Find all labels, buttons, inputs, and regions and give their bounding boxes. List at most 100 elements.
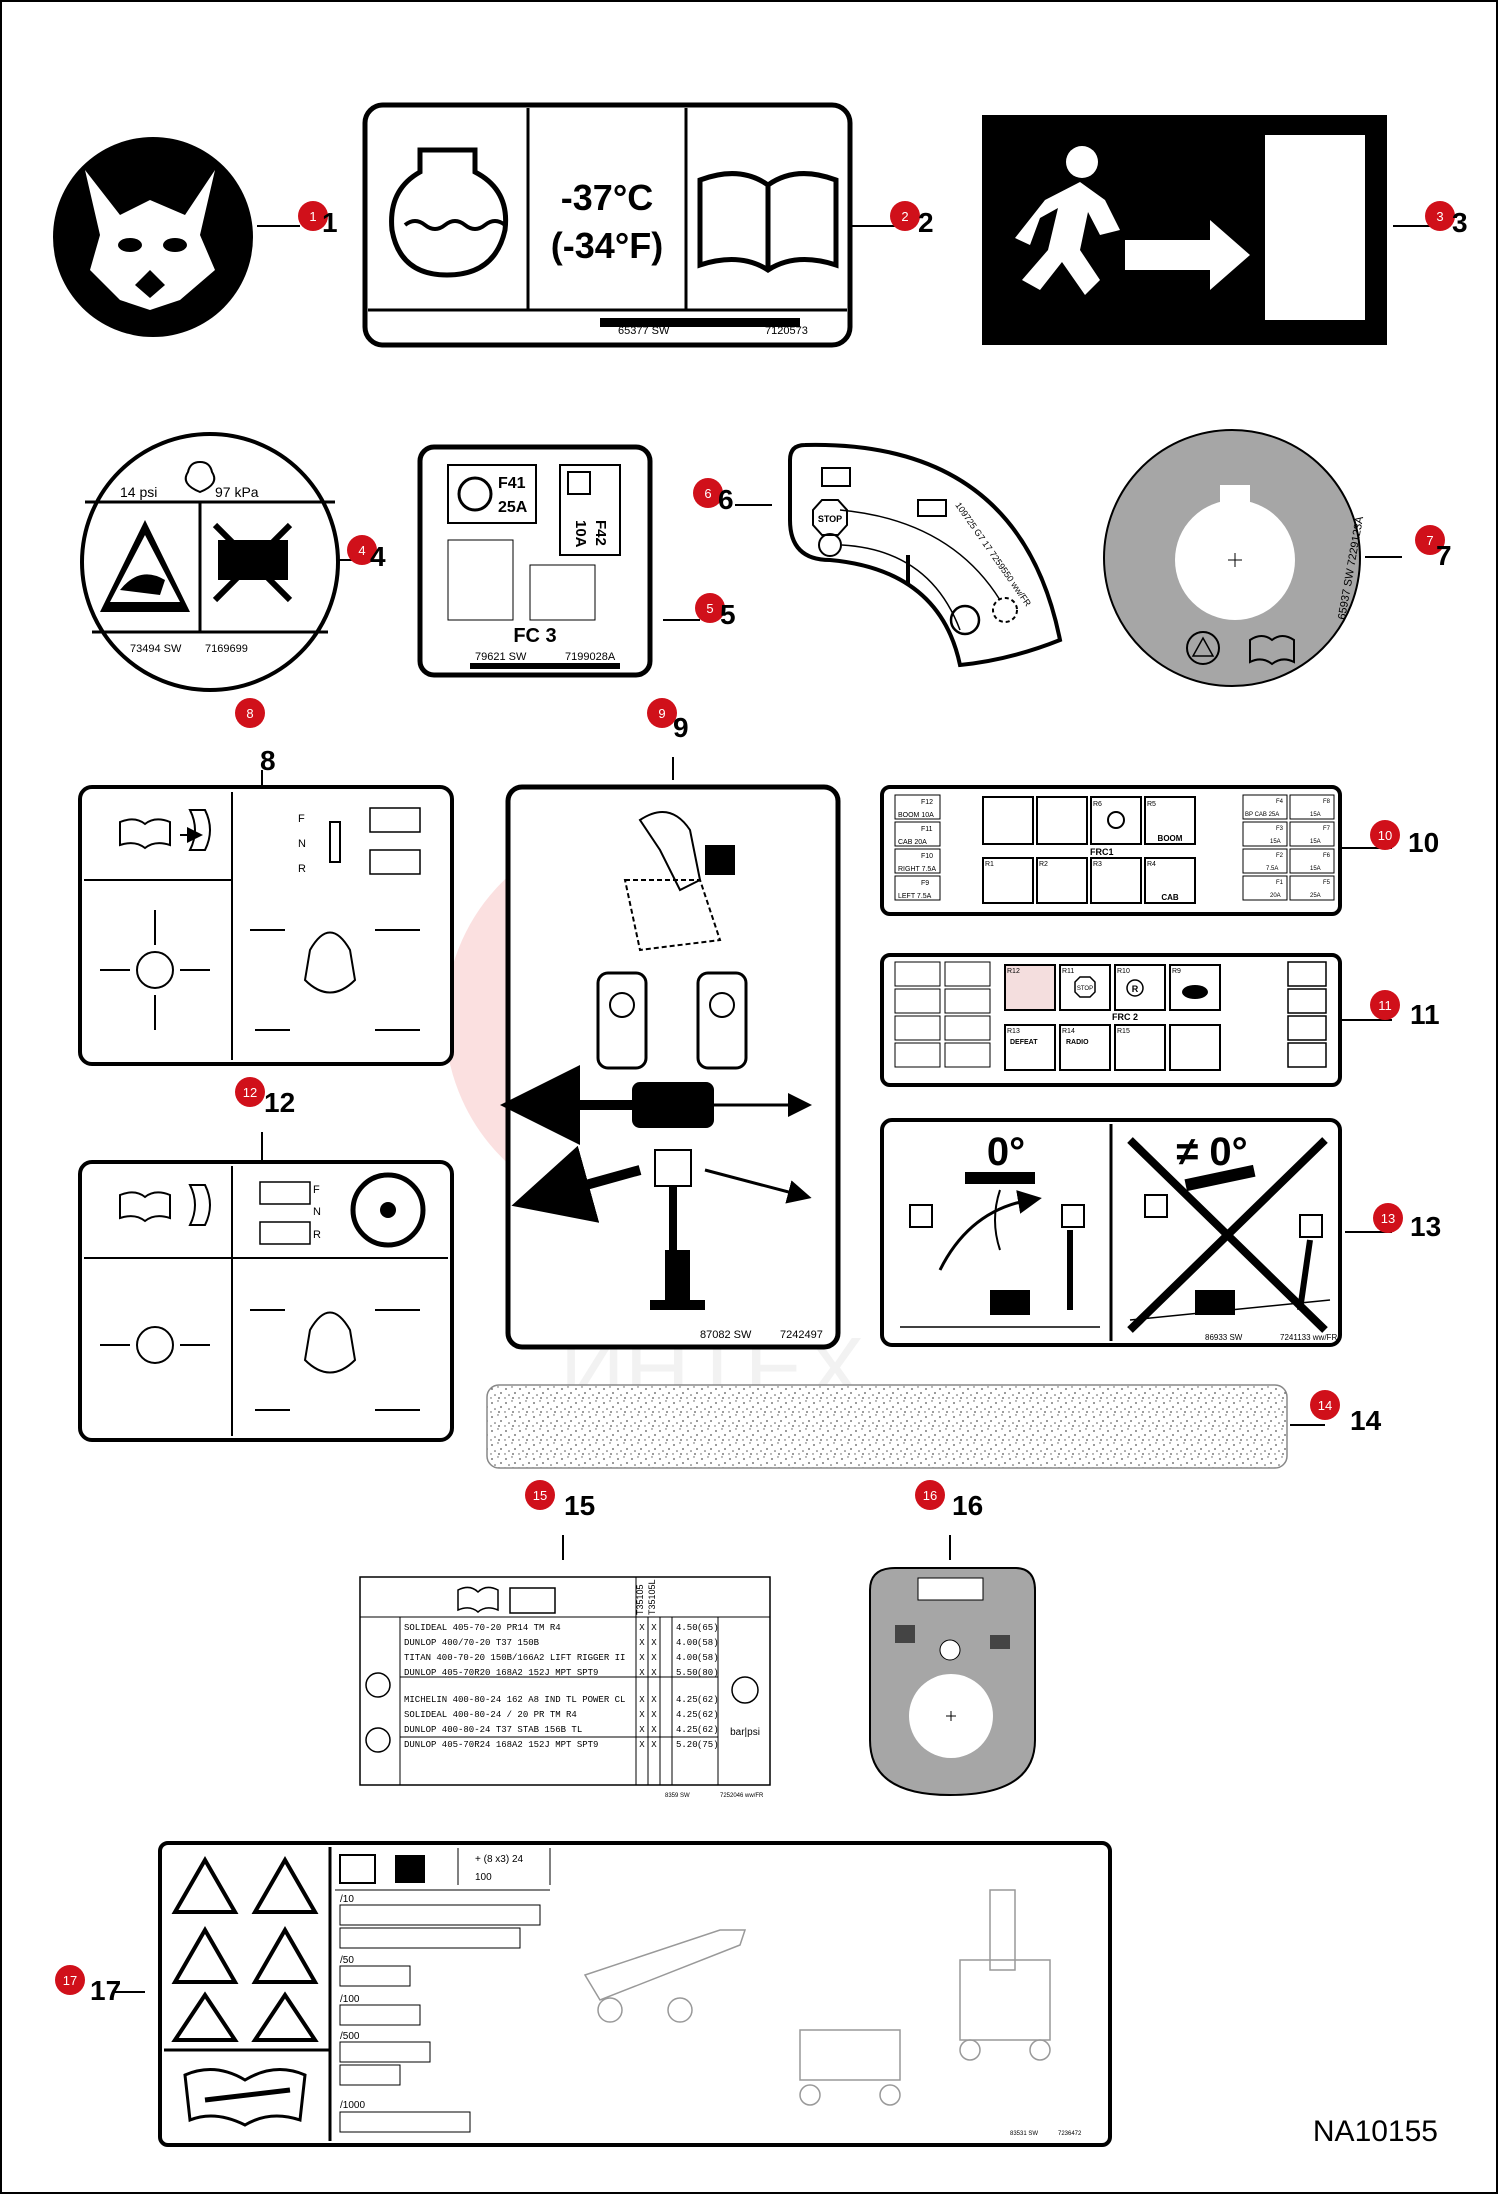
callout-15[interactable]: 15 — [525, 1480, 555, 1510]
callout-pin-label: 8 — [246, 706, 253, 721]
svg-text:LEFT 7.5A: LEFT 7.5A — [898, 893, 932, 900]
callout-pin-marker — [915, 1480, 945, 1510]
decal-2-part-b: 7120573 — [765, 325, 808, 337]
callout-3[interactable]: 3 — [1425, 201, 1455, 231]
svg-text:15A: 15A — [1270, 839, 1281, 845]
callout-number-9: 9 — [673, 712, 689, 743]
callout-number-3: 3 — [1452, 207, 1468, 238]
callout-7[interactable]: 7 — [1415, 525, 1445, 555]
callout-6[interactable]: 6 — [693, 478, 723, 508]
callout-pin-label: 17 — [63, 1973, 77, 1988]
tire-name: SOLIDEAL 400-80-24 / 20 PR TM R4 — [404, 1710, 577, 1720]
callout-1[interactable]: 1 — [298, 201, 328, 231]
svg-text:20A: 20A — [1270, 893, 1281, 899]
decal-8-n: N — [298, 838, 306, 850]
callout-8[interactable]: 8 — [235, 698, 265, 728]
tire-pressure-bar: 5.20 — [676, 1740, 698, 1750]
callout-14[interactable]: 14 — [1310, 1390, 1340, 1420]
svg-text:R11: R11 — [1062, 968, 1074, 975]
svg-text:R6: R6 — [1093, 801, 1102, 808]
decal-9-joystick-functions: 87082 SW 7242497 — [500, 784, 841, 1350]
interval-50: /50 — [340, 1955, 354, 1966]
tire-name: TITAN 400-70-20 150B/166A2 LIFT RIGGER I… — [404, 1653, 625, 1663]
tire-pressure-bar: 4.25 — [676, 1725, 698, 1735]
decal-17-part-a: 83531 SW — [1010, 2131, 1038, 2137]
decal-8-r: R — [298, 863, 306, 875]
callout-number-10: 10 — [1408, 827, 1439, 858]
level-ok-label: 0° — [987, 1130, 1025, 1174]
decal-13-part-b: 7241133 ww/FR — [1280, 1333, 1337, 1342]
manual-book-icon — [697, 171, 839, 273]
svg-text:F2: F2 — [1276, 853, 1284, 859]
callout-pin-marker — [298, 201, 328, 231]
callout-5[interactable]: 5 — [695, 593, 725, 623]
svg-text:R3: R3 — [1093, 861, 1102, 868]
tire-pressure-psi: (62) — [697, 1695, 719, 1705]
callout-pin-marker — [647, 698, 677, 728]
tire-name: DUNLOP 405-70R20 168A2 152J MPT SPT9 — [404, 1668, 598, 1678]
tire-pressure-psi: (58) — [697, 1653, 719, 1663]
callout-pin-marker — [55, 1965, 85, 1995]
pressure-unit: bar|psi — [730, 1727, 760, 1738]
callout-16[interactable]: 16 — [915, 1480, 945, 1510]
svg-text:25A: 25A — [1310, 893, 1321, 899]
tire-pressure-psi: (62) — [697, 1710, 719, 1720]
coolant-temp-c: -37°C — [561, 177, 653, 218]
coolant-temp-f: (-34°F) — [551, 225, 663, 266]
fuse-f42-amp: 10A — [572, 520, 589, 548]
decal-1-bobcat-logo — [53, 137, 253, 337]
callout-pin-marker — [347, 535, 377, 565]
callout-2[interactable]: 2 — [890, 201, 920, 231]
decal-10-fuse-frc1: F12 BOOM 10A F11 CAB 20A F10 RIGHT 7.5A … — [880, 785, 1342, 916]
callout-pin-label: 5 — [706, 601, 713, 616]
svg-text:CAB: CAB — [1161, 893, 1179, 902]
callout-number-14: 14 — [1350, 1405, 1382, 1436]
tire-check-a: X — [639, 1638, 645, 1648]
svg-text:15A: 15A — [1310, 866, 1321, 872]
decal-11-fuse-frc2: R12 R11 STOP R10 R R9 FRC 2 R13 DEFEAT R… — [880, 953, 1342, 1087]
callout-pin-marker — [1370, 820, 1400, 850]
decal-4-part-a: 73494 SW — [130, 643, 182, 655]
callout-pin-marker — [525, 1480, 555, 1510]
svg-text:R4: R4 — [1147, 861, 1156, 868]
callout-12[interactable]: 12 — [235, 1077, 265, 1107]
tire-check-b: X — [651, 1695, 657, 1705]
svg-text:R: R — [1132, 984, 1139, 994]
svg-text:F8: F8 — [1323, 799, 1331, 805]
callout-number-16: 16 — [952, 1490, 983, 1521]
callout-10[interactable]: 10 — [1370, 820, 1400, 850]
svg-text:F7: F7 — [1323, 826, 1331, 832]
tire-check-b: X — [651, 1668, 657, 1678]
decal-6-ignition-switch: STOP 109725 G7 17 7259550 ww/FR — [788, 442, 1063, 668]
decal-12-n: N — [313, 1206, 321, 1218]
svg-text:R1: R1 — [985, 861, 994, 868]
svg-text:BOOM: BOOM — [1158, 834, 1183, 843]
callout-number-5: 5 — [720, 599, 736, 630]
decal-9-part-a: 87082 SW — [700, 1329, 752, 1341]
tire-pressure-bar: 4.50 — [676, 1623, 698, 1633]
callout-11[interactable]: 11 — [1370, 990, 1400, 1020]
decal-3-exit-sign — [982, 115, 1387, 345]
callout-13[interactable]: 13 — [1373, 1203, 1403, 1233]
callout-4[interactable]: 4 — [347, 535, 377, 565]
decal-5-part-b: 7199028A — [565, 651, 616, 663]
svg-text:DEFEAT: DEFEAT — [1010, 1039, 1038, 1046]
tire-pressure-psi: (58) — [697, 1638, 719, 1648]
callout-17[interactable]: 17 — [55, 1965, 85, 1995]
decal-5-fuse-fc3: F41 25A F42 10A FC 3 79621 SW 7199028A — [417, 444, 653, 678]
svg-text:F3: F3 — [1276, 826, 1284, 832]
decal-12-r: R — [313, 1229, 321, 1241]
callout-pin-label: 6 — [704, 486, 711, 501]
tire-pressure-psi: (80) — [697, 1668, 719, 1678]
decal-4-radiator-pressure: 14 psi 97 kPa 73494 SW 7169699 — [80, 432, 340, 692]
decal-5-part-a: 79621 SW — [475, 651, 527, 663]
callout-number-2: 2 — [918, 207, 934, 238]
fuse-f41: F41 — [498, 475, 526, 492]
decal-2-part-a: 65377 SW — [618, 325, 670, 337]
decal-7-round-grey: 65937 SW 7229123A — [1103, 429, 1366, 687]
callout-9[interactable]: 9 — [647, 698, 677, 728]
callout-pin-label: 7 — [1426, 533, 1433, 548]
svg-text:F5: F5 — [1323, 880, 1331, 886]
